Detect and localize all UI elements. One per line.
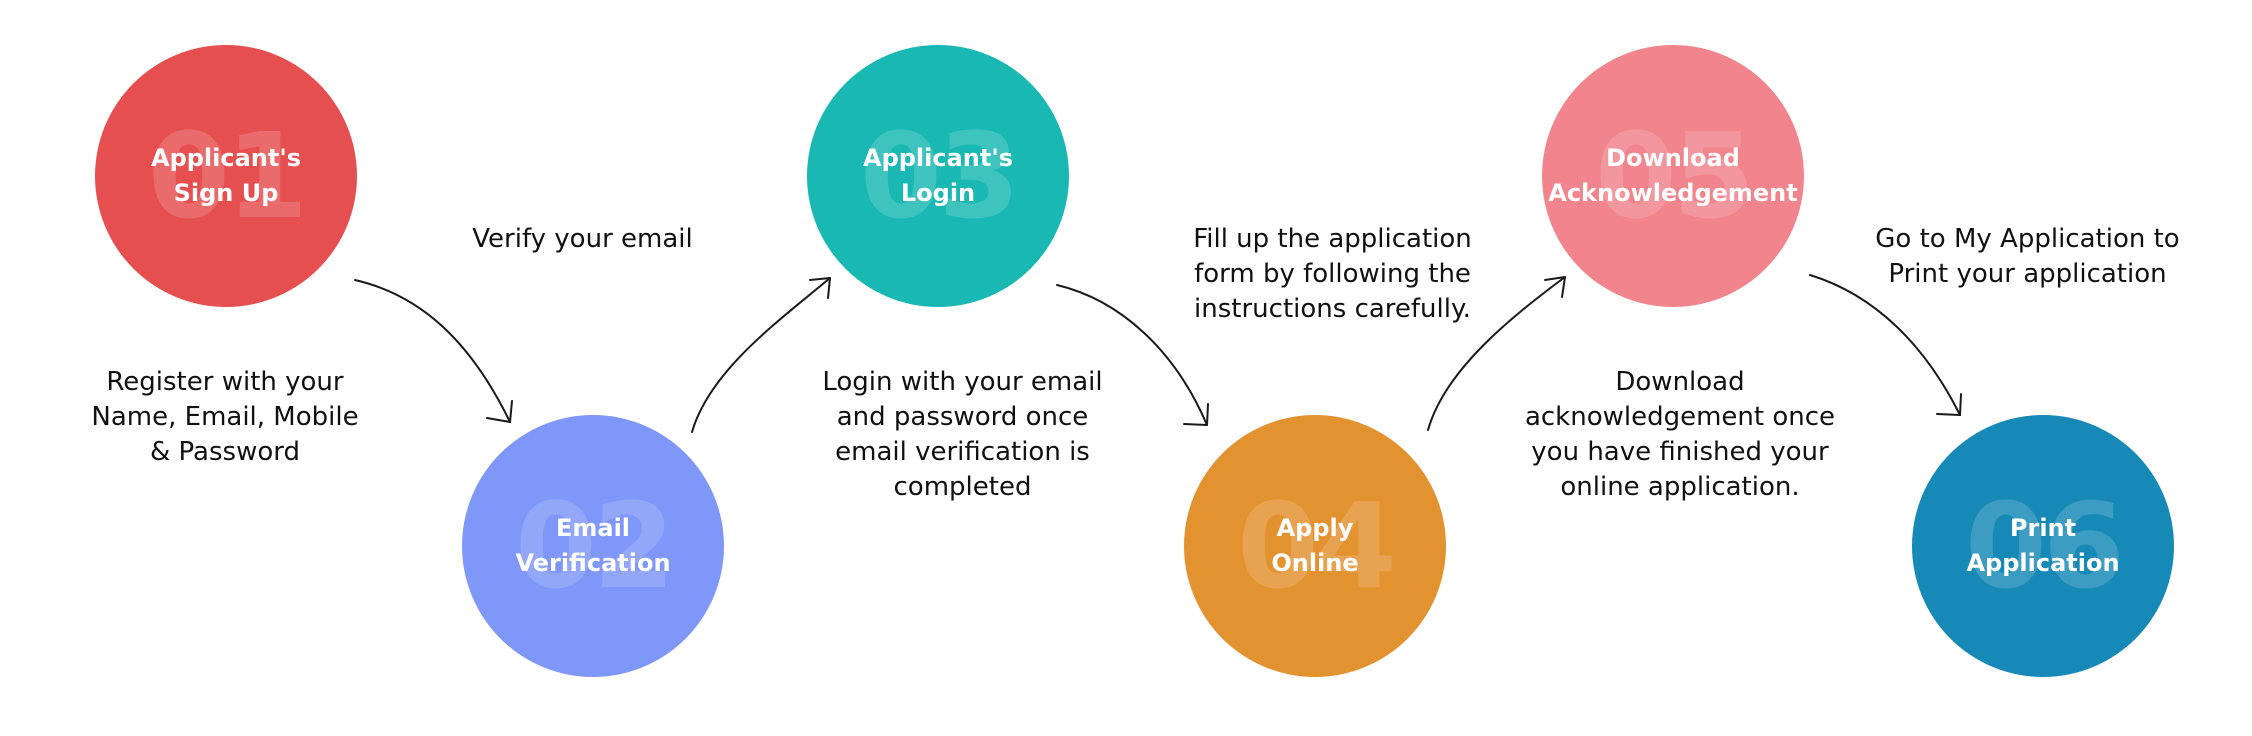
- arrow-1-to-2: [354, 279, 511, 423]
- arrow-3-to-4-head: [1183, 403, 1209, 426]
- step-6-title: Print Application: [1966, 514, 2120, 577]
- arrow-5-to-6: [1809, 274, 1961, 416]
- arrow-2-to-3: [691, 277, 831, 433]
- step-2-number: 02: [514, 477, 675, 615]
- step-1-number: 01: [147, 107, 308, 245]
- step-3-circle: 03 Applicant's Login: [807, 45, 1069, 307]
- step-2-circle: 02 Email Verification: [462, 415, 724, 677]
- step-5-description: Download acknowledgement once you have f…: [1524, 367, 1836, 502]
- step-4-circle: 04 Apply Online: [1184, 415, 1446, 677]
- step-1-circle: 01 Applicant's Sign Up: [95, 45, 357, 307]
- step-4-title: Apply Online: [1271, 514, 1359, 577]
- arrow-3-to-4: [1056, 284, 1208, 426]
- step-5-title: Download Acknowledgement: [1548, 144, 1798, 207]
- step-6-description: Go to My Application to Print your appli…: [1875, 224, 2180, 289]
- step-6-circle: 06 Print Application: [1912, 415, 2174, 677]
- arrow-4-to-5-head: [1544, 276, 1566, 298]
- arrow-5-to-6-head: [1936, 393, 1962, 416]
- step-5-circle: 05 Download Acknowledgement: [1542, 45, 1804, 307]
- arrow-1-to-2-head: [486, 400, 513, 423]
- step-6-number: 06: [1964, 477, 2125, 615]
- arrow-4-to-5: [1427, 276, 1566, 431]
- step-1-description: Register with your Name, Email, Mobile &…: [91, 367, 359, 467]
- step-3-description: Login with your email and password once …: [822, 367, 1103, 502]
- step-4-description: Fill up the application form by followin…: [1193, 224, 1472, 324]
- step-1-title: Applicant's Sign Up: [151, 144, 301, 207]
- step-5-number: 05: [1594, 107, 1755, 245]
- step-2-description: Verify your email: [472, 224, 693, 254]
- arrow-2-to-3-head: [809, 277, 831, 299]
- step-3-title: Applicant's Login: [863, 144, 1013, 207]
- step-3-number: 03: [859, 107, 1020, 245]
- step-2-title: Email Verification: [515, 514, 671, 577]
- step-4-number: 04: [1236, 477, 1397, 615]
